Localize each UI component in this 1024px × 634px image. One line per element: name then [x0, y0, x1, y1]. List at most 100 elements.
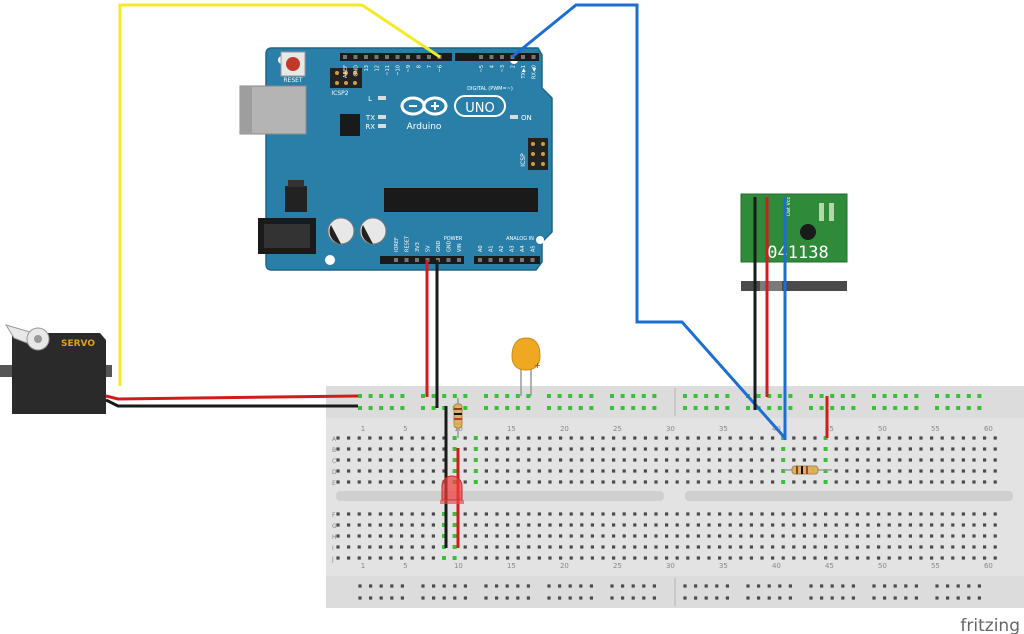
- digital-pin-label: ~5: [479, 65, 485, 72]
- analog-pin-label: A1: [489, 245, 495, 252]
- fritzing-logo: fritzing: [960, 616, 1020, 634]
- row-letter: A: [332, 436, 337, 443]
- column-number: 30: [666, 425, 675, 433]
- analog-pin-label: A2: [499, 245, 505, 252]
- digital-pin-label: ~9: [406, 65, 412, 72]
- column-number: 35: [719, 562, 728, 570]
- row-letter: D: [332, 469, 337, 476]
- digital-pin-label: TX▶1: [521, 65, 527, 80]
- reset-label: RESET: [283, 77, 303, 84]
- resistor-vertical: [453, 398, 463, 438]
- digital-pin-label: 7: [427, 65, 433, 68]
- servo-body: [12, 333, 106, 414]
- column-number: 35: [719, 425, 728, 433]
- icsp2-label: ICSP2: [331, 90, 348, 97]
- digital-pin-label: 8: [417, 65, 423, 68]
- atmega-chip: [384, 188, 538, 212]
- analog-label: ANALOG IN: [506, 236, 534, 242]
- power-pin-label: IOREF: [394, 237, 400, 252]
- center-channel-right: [685, 491, 1013, 501]
- power-pin-label: GND: [447, 240, 453, 252]
- uno-label: UNO: [465, 101, 494, 116]
- center-channel-left: [336, 491, 664, 501]
- column-number: 20: [560, 562, 569, 570]
- resistor-horizontal: [784, 465, 832, 475]
- led-rx-label: RX: [365, 123, 375, 131]
- row-letter: F: [332, 512, 336, 519]
- digital-pin-label: AREF: [343, 65, 349, 78]
- column-number: 25: [613, 562, 622, 570]
- power-pin-label: RESET: [405, 235, 411, 252]
- column-number: 20: [560, 425, 569, 433]
- power-pin-labels: IOREF RESET 3V3 5V GND GND VIN A0 A1 A2 A3 A4 A5: [394, 235, 537, 252]
- column-number: 5: [403, 425, 407, 433]
- servo-motor: SERVO: [0, 324, 112, 414]
- digital-pin-label: ~6: [438, 65, 444, 72]
- row-letter: H: [332, 534, 337, 541]
- rf-receiver-module: Dat Vcc 041138: [740, 193, 848, 291]
- digital-pin-label: 13: [364, 65, 370, 71]
- column-number: 50: [878, 425, 887, 433]
- power-pin-label: GND: [436, 240, 442, 252]
- uno-badge: [454, 95, 506, 117]
- power-pin-label: 3V3: [415, 242, 421, 252]
- column-number: 25: [613, 425, 622, 433]
- led-l-label: L: [368, 95, 372, 103]
- analog-pin-label: A3: [510, 245, 516, 252]
- column-number: 40: [772, 562, 781, 570]
- arduino-logo-icon: [400, 96, 448, 116]
- on-label: ON: [521, 114, 532, 122]
- digital-pin-label: 4: [490, 65, 496, 68]
- column-number: 50: [878, 562, 887, 570]
- row-letter: G: [332, 523, 337, 530]
- row-letter: I: [332, 545, 334, 552]
- reset-icon: [286, 57, 300, 71]
- digital-pin-label: 12: [375, 65, 381, 71]
- icsp2-header: [330, 68, 362, 88]
- column-number: 60: [984, 425, 993, 433]
- capacitor-plus-icon: +: [534, 361, 541, 370]
- row-letter: B: [332, 447, 336, 454]
- voltage-regulator: [285, 186, 307, 212]
- power-pin-label: 5V: [426, 245, 432, 252]
- column-number: 1: [361, 425, 365, 433]
- wires: [105, 3, 829, 548]
- column-number: 60: [984, 562, 993, 570]
- rf-module-top-label: Dat Vcc: [786, 196, 792, 216]
- column-number: 55: [931, 425, 940, 433]
- digital-pin-label: 2: [511, 65, 517, 68]
- row-letter: E: [332, 480, 336, 487]
- arduino-brand-label: Arduino: [407, 122, 442, 132]
- digital-pin-label: ~10: [396, 65, 402, 76]
- rf-module-coil: [800, 224, 816, 240]
- servo-black-wire: [105, 398, 358, 408]
- column-number: 45: [825, 562, 834, 570]
- arduino-uno-board: RESET ICSP2 L TX RX ON: [239, 47, 553, 271]
- analog-pin-label: A4: [520, 245, 526, 252]
- yellow-signal-wire: [118, 3, 441, 386]
- small-chip: [340, 114, 360, 136]
- icsp-label: ICSP: [520, 153, 527, 167]
- power-pin-label: VIN: [457, 243, 463, 252]
- analog-pin-label: A5: [531, 245, 537, 252]
- column-number: 15: [507, 562, 516, 570]
- column-number: 1: [361, 562, 365, 570]
- analog-pin-label: A0: [478, 245, 484, 252]
- row-letter: C: [332, 458, 336, 465]
- column-number: 10: [454, 562, 463, 570]
- servo-red-wire: [105, 394, 359, 401]
- column-number: 5: [403, 562, 407, 570]
- column-number: 55: [931, 562, 940, 570]
- row-letter: J: [331, 556, 334, 563]
- rf-module-code: 041138: [767, 243, 828, 263]
- blue-data-wire: [511, 3, 787, 439]
- icsp-header: [528, 138, 548, 170]
- digital-label: DIGITAL (PWM=~): [467, 86, 513, 92]
- rf-module-pin-strip: [741, 281, 847, 291]
- column-number: 30: [666, 562, 675, 570]
